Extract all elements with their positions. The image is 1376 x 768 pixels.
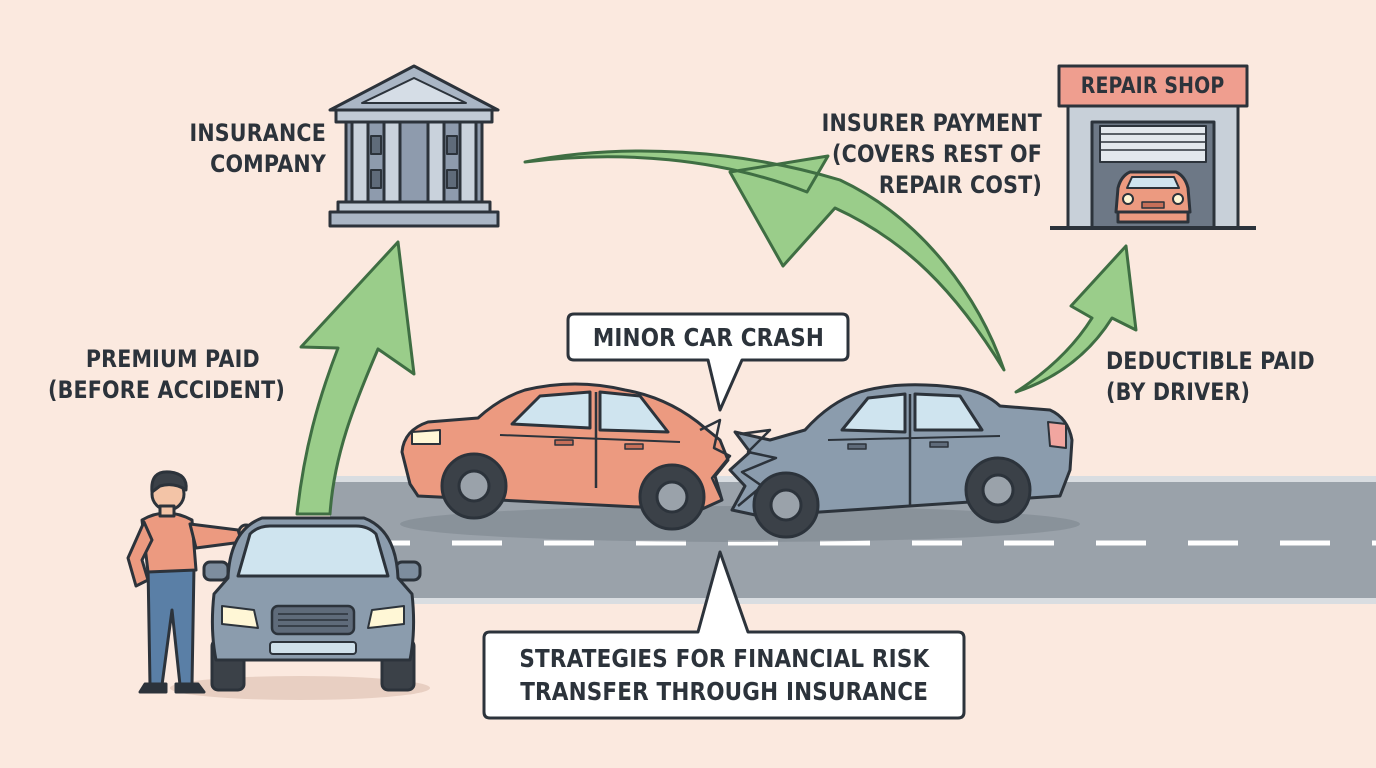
orange-car-icon — [400, 382, 732, 531]
blue-car-icon — [728, 383, 1074, 539]
repair-shop-icon — [1050, 64, 1256, 230]
caption-callout-frame — [482, 550, 966, 720]
repair-shop-sign: REPAIR SHOP — [1081, 73, 1225, 99]
deductible-paid-label: DEDUCTIBLE PAID (BY DRIVER) — [1106, 347, 1315, 406]
insurer-payment-label: INSURER PAYMENT (COVERS REST OF REPAIR C… — [821, 109, 1042, 199]
person-icon — [126, 470, 255, 694]
insurance-company-label: INSURANCE COMPANY — [189, 119, 326, 178]
car-shadow — [400, 506, 1080, 542]
caption-callout: STRATEGIES FOR FINANCIAL RISK TRANSFER T… — [519, 644, 929, 706]
car-icon — [202, 516, 422, 692]
crash-callout-frame — [566, 312, 850, 412]
premium-arrow — [295, 240, 416, 516]
callout-frames — [482, 312, 966, 720]
insurer-payment-arrow — [523, 149, 1006, 372]
deductible-arrow — [1014, 244, 1138, 394]
flow-arrows — [295, 149, 1138, 516]
crash-callout: MINOR CAR CRASH — [592, 322, 825, 352]
bank-building-icon — [328, 64, 500, 228]
premium-paid-label: PREMIUM PAID (BEFORE ACCIDENT) — [48, 345, 285, 404]
